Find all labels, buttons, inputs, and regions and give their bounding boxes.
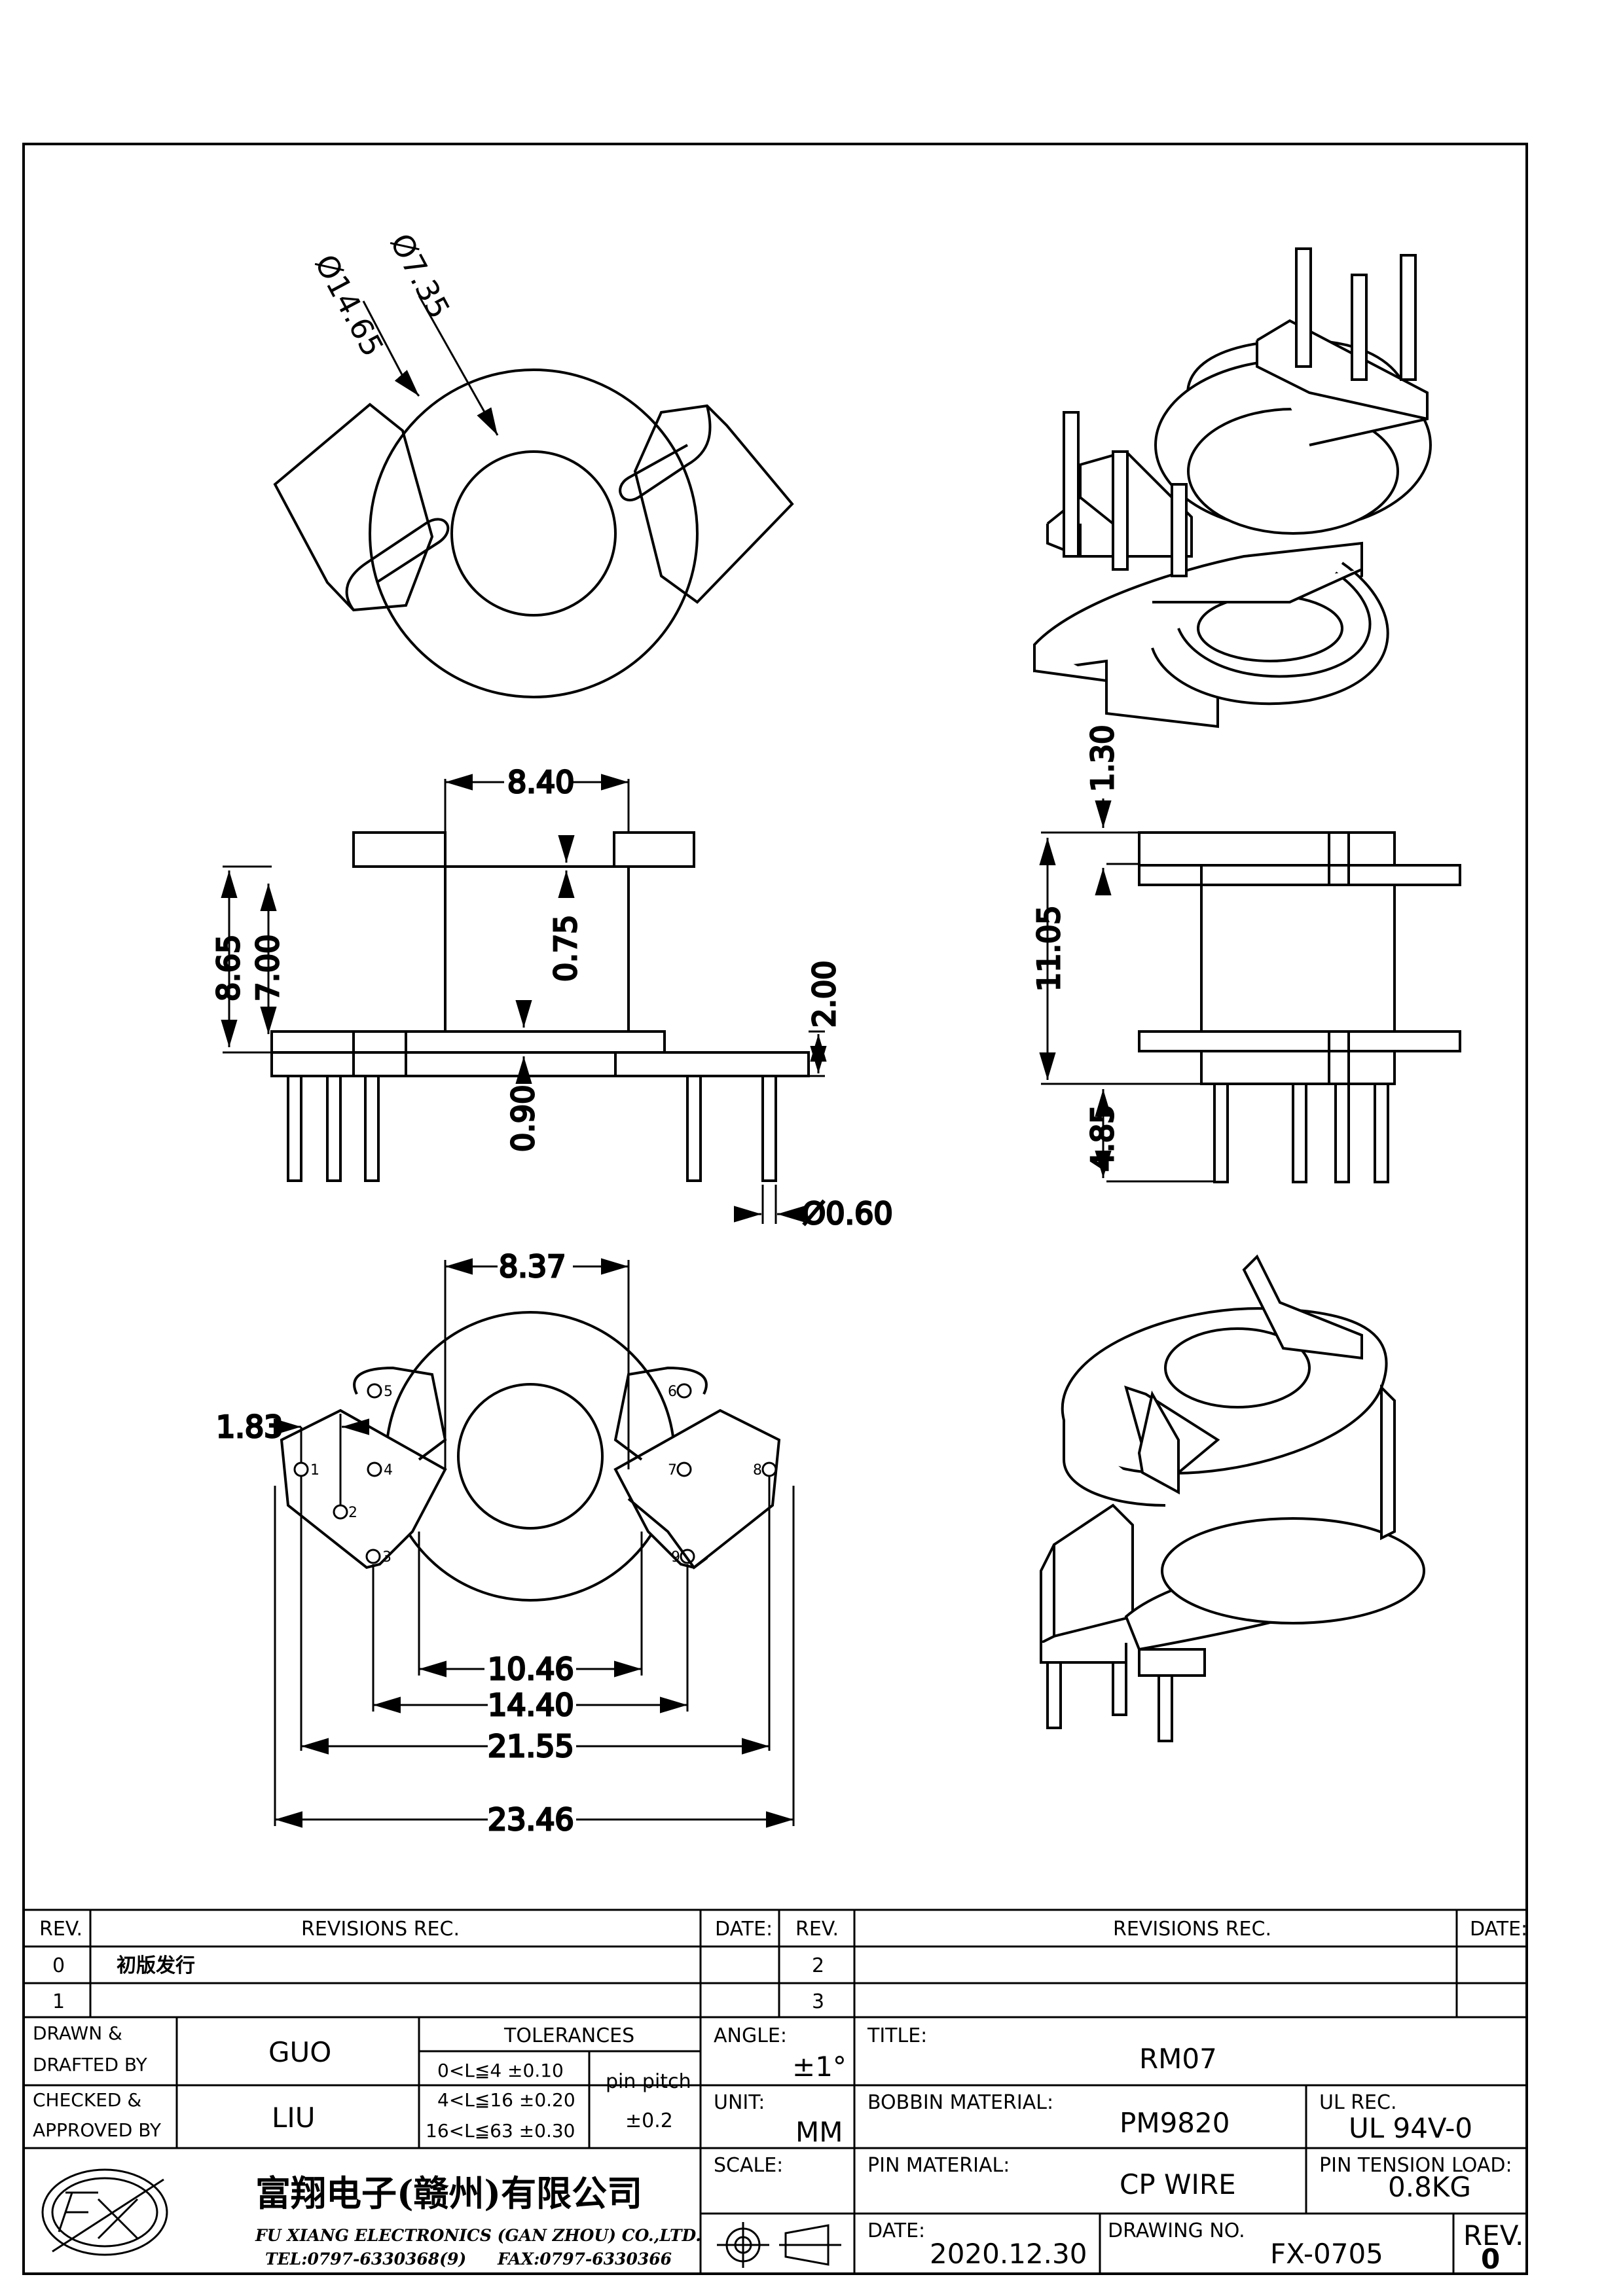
drawn-by: GUO xyxy=(268,2036,331,2068)
checked-label-2: APPROVED BY xyxy=(33,2119,162,2141)
pin-label-1: 1 xyxy=(310,1462,319,1479)
iso-view-top xyxy=(1033,247,1432,728)
bottom-view-dims: 8.37 1.83 10.46 14.40 21.55 23.46 xyxy=(215,1248,795,1839)
bottom-view-pin-labels: 1 2 3 4 5 6 7 8 9 xyxy=(310,1384,762,1566)
pin-label-4: 4 xyxy=(384,1462,393,1479)
drawing-no-label: DRAWING NO. xyxy=(1108,2219,1245,2242)
drawing-border xyxy=(22,143,1528,2275)
tolerance-2: 4<L≦16 ±0.20 xyxy=(437,2089,575,2111)
rev-label: REV. xyxy=(1463,2219,1523,2251)
bottom-view-pins xyxy=(293,1383,777,1564)
dim-front-flange-top: 0.75 xyxy=(548,915,583,982)
rev-row-1: 1 xyxy=(52,1990,65,2013)
drawn-label-2: DRAFTED BY xyxy=(33,2054,148,2075)
company-name-en: FU XIANG ELECTRONICS (GAN ZHOU) CO.,LTD. xyxy=(255,2226,701,2245)
date-header-left: DATE: xyxy=(715,1918,773,1941)
angle: ±1° xyxy=(792,2051,847,2083)
ul-value: UL 94V-0 xyxy=(1349,2112,1472,2144)
dim-bottom-4: 23.46 xyxy=(488,1802,574,1837)
dim-front-width: 8.40 xyxy=(507,764,574,800)
side-view xyxy=(1138,831,1461,1183)
pin-label-3: 3 xyxy=(382,1549,392,1566)
drawing-no-value: FX-0705 xyxy=(1270,2238,1383,2270)
pin-label-7: 7 xyxy=(668,1462,677,1479)
front-view xyxy=(270,831,810,1182)
unit: MM xyxy=(795,2116,843,2148)
date-label: DATE: xyxy=(867,2219,925,2242)
pin-label-9: 9 xyxy=(671,1549,680,1566)
tolerance-1: 0<L≦4 ±0.10 xyxy=(437,2060,564,2081)
side-view-dims: 11.05 1.30 4.85 xyxy=(1030,724,1214,1183)
dim-front-base: 2.00 xyxy=(807,961,842,1028)
bobbin-value: PM9820 xyxy=(1120,2107,1230,2139)
rev-header-left: REV. xyxy=(39,1918,82,1941)
tolerance-3: 16<L≦63 ±0.30 xyxy=(426,2120,575,2142)
dim-side-top: 1.30 xyxy=(1085,725,1120,792)
company-fax: FAX:0797-6330366 xyxy=(497,2250,672,2269)
title-block xyxy=(24,1909,1527,2274)
title-value: RM07 xyxy=(1139,2043,1217,2075)
dim-front-height-total: 8.65 xyxy=(211,935,246,1001)
date-value: 2020.12.30 xyxy=(930,2238,1087,2270)
checked-label-1: CHECKED & xyxy=(33,2089,141,2111)
rev-row-2: 2 xyxy=(812,1954,824,1977)
dim-front-height-winding: 7.00 xyxy=(250,935,285,1001)
dim-front-flange-bottom: 0.90 xyxy=(505,1085,541,1152)
dim-dia-inner: Ø7.35 xyxy=(383,228,457,325)
company-logo xyxy=(41,2168,168,2256)
company-name-cn: 富翔电子(赣州)有限公司 xyxy=(255,2172,642,2214)
pin-material-value: CP WIRE xyxy=(1120,2168,1236,2200)
top-view-dims: Ø7.35 Ø14.65 xyxy=(308,228,499,436)
rev-row-3: 3 xyxy=(812,1990,824,2013)
dim-bottom-2: 14.40 xyxy=(488,1687,574,1723)
bottom-view xyxy=(280,1311,781,1602)
revisions-header-left: REVISIONS REC. xyxy=(301,1918,460,1941)
rev-row-0-text: 初版发行 xyxy=(117,1954,195,1977)
pin-label-5: 5 xyxy=(384,1384,393,1400)
dim-bottom-1: 10.46 xyxy=(488,1651,574,1687)
dim-side-pin-len: 4.85 xyxy=(1085,1105,1120,1172)
top-view xyxy=(273,368,794,698)
pin-label-6: 6 xyxy=(668,1384,677,1400)
date-header-right: DATE: xyxy=(1470,1918,1527,1941)
dim-pin-dia: Ø0.60 xyxy=(802,1196,893,1231)
pin-material-label: PIN MATERIAL: xyxy=(867,2154,1010,2177)
scale-label: SCALE: xyxy=(714,2154,783,2177)
angle-label: ANGLE: xyxy=(714,2024,787,2047)
dim-dia-outer: Ø14.65 xyxy=(308,249,391,363)
tension-value: 0.8KG xyxy=(1388,2171,1471,2203)
pin-pitch: ±0.2 xyxy=(625,2109,673,2132)
dim-bottom-width: 8.37 xyxy=(499,1249,566,1284)
front-view-dims: 8.40 7.00 8.65 0.75 0.90 2.00 Ø0.60 xyxy=(210,764,894,1232)
rev-row-0: 0 xyxy=(52,1954,65,1977)
title-block-text: REV. REVISIONS REC. DATE: REV. REVISIONS… xyxy=(33,1918,1527,2275)
pin-pitch-label: pin pitch xyxy=(606,2070,691,2093)
rev-value: 0 xyxy=(1481,2243,1500,2275)
ul-label: UL REC. xyxy=(1319,2091,1397,2114)
projection-symbol xyxy=(717,2222,841,2268)
dim-bottom-offset: 1.83 xyxy=(216,1409,283,1444)
dim-side-height: 11.05 xyxy=(1031,905,1067,992)
dim-bottom-3: 21.55 xyxy=(488,1729,574,1764)
tolerances-label: TOLERANCES xyxy=(503,2024,634,2047)
iso-view-bottom xyxy=(1040,1254,1425,1742)
company-tel: TEL:0797-6330368(9) xyxy=(265,2250,466,2269)
pin-label-2: 2 xyxy=(348,1505,357,1521)
pin-label-8: 8 xyxy=(753,1462,762,1479)
title-label: TITLE: xyxy=(867,2024,927,2047)
checked-by: LIU xyxy=(272,2102,316,2134)
tension-label: PIN TENSION LOAD: xyxy=(1319,2154,1512,2177)
unit-label: UNIT: xyxy=(714,2091,765,2114)
bobbin-label: BOBBIN MATERIAL: xyxy=(867,2091,1053,2114)
revisions-header-right: REVISIONS REC. xyxy=(1113,1918,1271,1941)
rev-header-right: REV. xyxy=(795,1918,839,1941)
drawn-label-1: DRAWN & xyxy=(33,2022,122,2044)
